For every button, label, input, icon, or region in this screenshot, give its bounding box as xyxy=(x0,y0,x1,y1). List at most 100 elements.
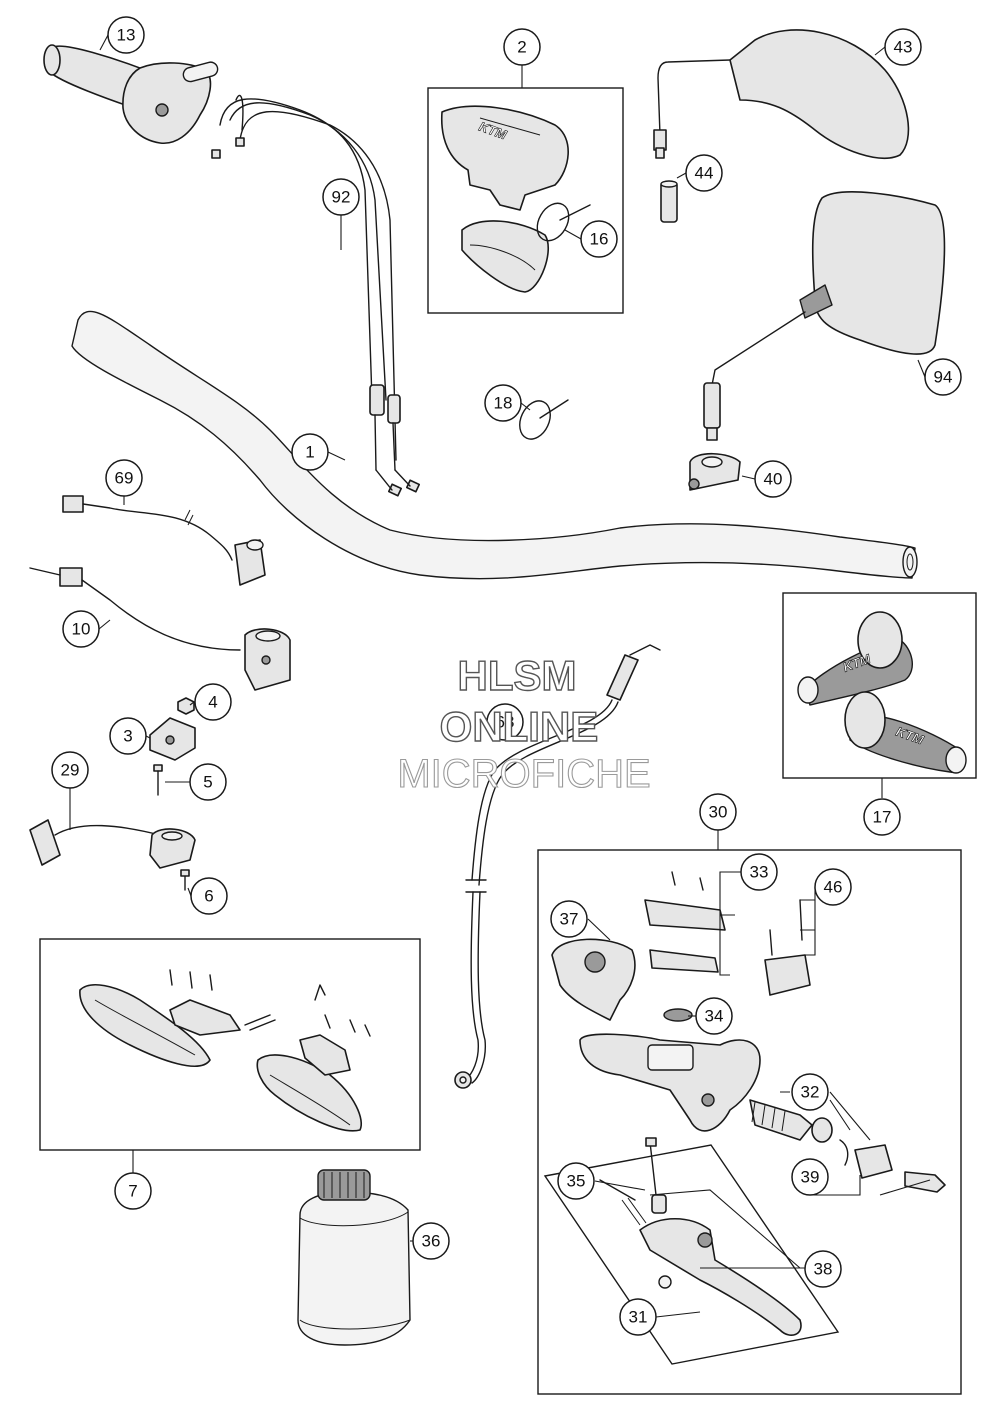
callout-31: 31 xyxy=(619,1298,657,1336)
callout-37: 37 xyxy=(550,900,588,938)
callout-circle xyxy=(322,178,360,216)
callout-circle xyxy=(884,28,922,66)
callout-18: 18 xyxy=(484,384,522,422)
callout-33: 33 xyxy=(740,853,778,891)
callout-number: 4 xyxy=(208,693,217,712)
callout-circle xyxy=(699,793,737,831)
throttle-cables xyxy=(211,94,421,497)
kit-box-17 xyxy=(782,592,977,779)
callout-number: 44 xyxy=(695,164,714,183)
callout-circle xyxy=(190,877,228,915)
switch-69 xyxy=(62,495,266,586)
callout-number: 7 xyxy=(128,1182,137,1201)
callout-circle xyxy=(114,1172,152,1210)
callout-circle xyxy=(412,1222,450,1260)
cable-tie-18 xyxy=(519,399,569,440)
callout-circle xyxy=(754,460,792,498)
callout-38: 38 xyxy=(804,1250,842,1288)
callout-circle xyxy=(62,610,100,648)
callout-circle xyxy=(740,853,778,891)
callout-number: 6 xyxy=(204,887,213,906)
mirror-right xyxy=(703,191,946,441)
watermark: HLSM ONLINE MICROFICHE xyxy=(397,651,651,796)
callout-circle xyxy=(619,1298,657,1336)
plate-3 xyxy=(149,717,196,761)
callout-circle xyxy=(194,683,232,721)
callout-92: 92 xyxy=(322,178,360,216)
brake-line xyxy=(454,644,661,1089)
callout-44: 44 xyxy=(685,154,723,192)
switch-10 xyxy=(29,567,291,691)
callout-number: 16 xyxy=(590,230,609,249)
callout-43: 43 xyxy=(884,28,922,66)
callout-5: 5 xyxy=(189,763,227,801)
callout-circle xyxy=(486,703,524,741)
mirror-adapter xyxy=(660,180,678,223)
callout-number: 69 xyxy=(115,469,134,488)
callout-circle xyxy=(107,16,145,54)
callout-circle xyxy=(51,751,89,789)
callout-number: 37 xyxy=(560,910,579,929)
callout-circle xyxy=(503,28,541,66)
callout-number: 40 xyxy=(764,470,783,489)
kit-box-30 xyxy=(537,849,962,1395)
watermark-line-2: ONLINE xyxy=(440,703,599,750)
callout-34: 34 xyxy=(695,997,733,1035)
callout-number: 92 xyxy=(332,188,351,207)
callout-35: 35 xyxy=(557,1162,595,1200)
callout-circle xyxy=(814,868,852,906)
callout-63: 63 xyxy=(486,703,524,741)
callout-circle xyxy=(189,763,227,801)
callout-circle xyxy=(580,220,618,258)
callout-number: 2 xyxy=(517,38,526,57)
callout-number: 17 xyxy=(873,808,892,827)
watermark-line-3: MICROFICHE xyxy=(397,752,650,796)
callout-69: 69 xyxy=(105,459,143,497)
leader-lines xyxy=(69,34,931,1318)
callout-94: 94 xyxy=(924,358,962,396)
callout-40: 40 xyxy=(754,460,792,498)
callout-6: 6 xyxy=(190,877,228,915)
callout-circle xyxy=(484,384,522,422)
callout-number: 35 xyxy=(567,1172,586,1191)
screw-5 xyxy=(153,764,163,796)
callout-circle xyxy=(791,1073,829,1111)
watermark-line-1: HLSM xyxy=(458,652,577,699)
callout-number: 34 xyxy=(705,1007,724,1026)
callout-number: 46 xyxy=(824,878,843,897)
callout-number: 10 xyxy=(72,620,91,639)
callout-4: 4 xyxy=(194,683,232,721)
handlebar xyxy=(71,310,918,580)
callout-number: 32 xyxy=(801,1083,820,1102)
callout-number: 38 xyxy=(814,1260,833,1279)
kit-box-2 xyxy=(427,87,624,314)
callout-circle xyxy=(685,154,723,192)
callout-number: 3 xyxy=(123,727,132,746)
callout-13: 13 xyxy=(107,16,145,54)
screw-6 xyxy=(180,869,190,891)
callout-circle xyxy=(550,900,588,938)
callout-number: 94 xyxy=(934,368,953,387)
callout-number: 43 xyxy=(894,38,913,57)
callout-36: 36 xyxy=(412,1222,450,1260)
nut-4 xyxy=(177,697,195,715)
callout-29: 29 xyxy=(51,751,89,789)
callout-number: 63 xyxy=(496,713,515,732)
switch-29 xyxy=(29,819,196,869)
callout-number: 29 xyxy=(61,761,80,780)
callout-number: 31 xyxy=(629,1308,648,1327)
callout-number: 36 xyxy=(422,1232,441,1251)
kit-box-7 xyxy=(39,938,421,1151)
callout-3: 3 xyxy=(109,717,147,755)
handlebar-pad: KTM xyxy=(440,105,569,293)
master-cylinder-kit xyxy=(551,871,946,1336)
callout-number: 1 xyxy=(305,443,314,462)
callout-number: 13 xyxy=(117,26,136,45)
callout-circle xyxy=(105,459,143,497)
callout-circle xyxy=(791,1158,829,1196)
callout-39: 39 xyxy=(791,1158,829,1196)
callout-1: 1 xyxy=(291,433,329,471)
callout-circle xyxy=(557,1162,595,1200)
